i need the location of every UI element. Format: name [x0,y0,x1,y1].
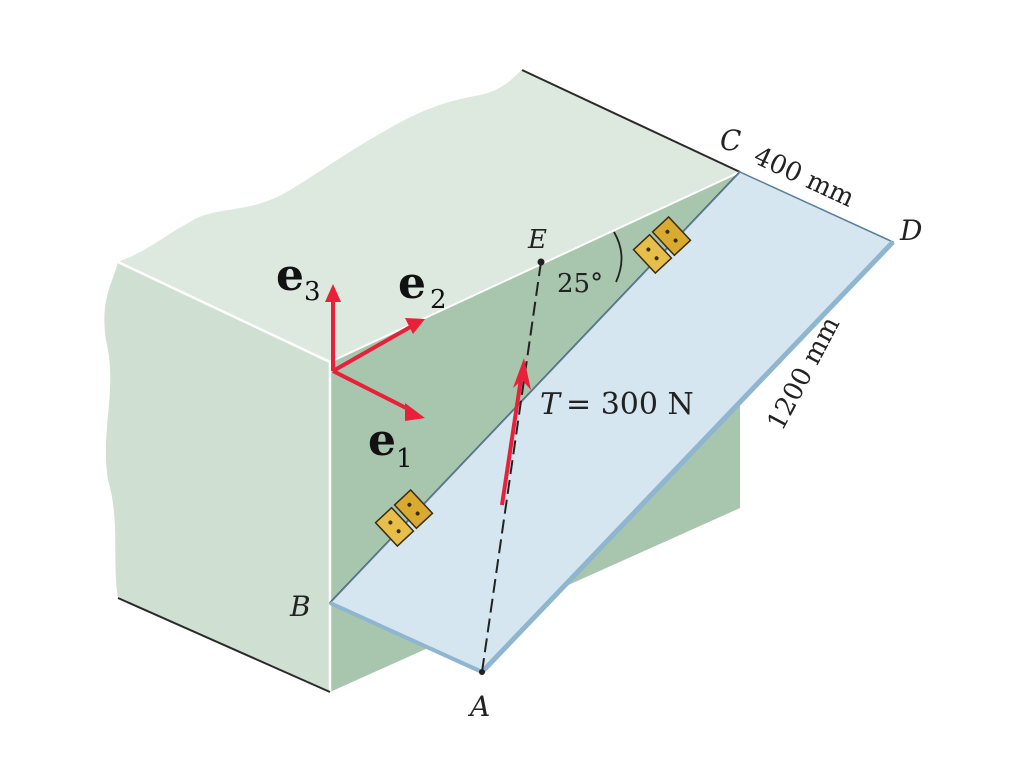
axis-e1-arrowhead [405,403,425,421]
label-tension-value: = 300 N [566,387,694,422]
axis-e2-line [332,324,413,373]
panel-edge-ad [480,240,895,674]
block-bottom-left-edge [117,597,331,693]
hinge-lower [374,488,434,548]
axis-e1-line [332,369,413,413]
point-e-dot [537,258,545,266]
label-point-e: E [527,225,547,255]
label-e2-base: e [398,258,426,309]
panel-edge-ab [329,601,483,674]
coordinate-axes [325,284,425,421]
hinge-upper [632,215,692,275]
label-e1-base: e [368,415,396,466]
block-left-face [104,262,330,692]
label-tension-symbol: T [540,387,562,422]
label-point-b: B [289,590,311,623]
block-top-back-edge [521,69,741,173]
angle-arc [613,231,623,283]
tension-arrow-head [513,358,531,390]
block-top-face [118,70,740,362]
cable-ae [481,261,542,673]
label-point-d: D [899,214,922,247]
block-top-right-edge [329,171,741,363]
label-point-c: C [720,124,741,157]
label-e3: e3 [276,250,321,307]
axis-e3-arrowhead [325,284,341,302]
axis-e2-arrowhead [405,318,425,334]
label-e2-sub: 2 [430,285,447,315]
label-e1: e1 [368,415,413,474]
point-a-dot [479,669,485,675]
tension-arrow-shaft [500,371,524,506]
label-e3-sub: 3 [304,277,321,307]
label-e1-sub: 1 [396,444,413,474]
label-angle: 25° [557,269,603,299]
label-e3-base: e [276,250,304,301]
label-tension: T= 300 N [540,387,694,422]
block-top-front-edge [117,260,331,364]
label-point-a: A [467,690,490,723]
